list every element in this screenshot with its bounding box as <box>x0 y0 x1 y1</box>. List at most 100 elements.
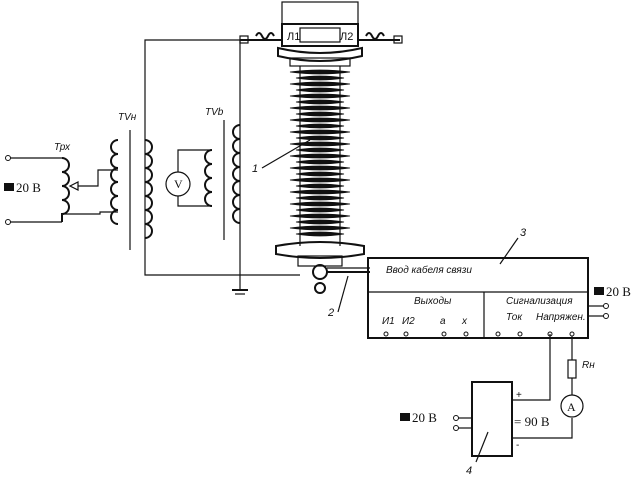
lead-l2-winding <box>365 32 385 40</box>
bushing-head <box>281 23 359 47</box>
insulator-shed <box>289 129 351 135</box>
output-a: a <box>440 316 446 327</box>
callout-2-leader <box>337 275 349 313</box>
insulator-shed <box>289 213 351 219</box>
insulator-shed <box>295 147 345 153</box>
test-tap <box>314 282 326 294</box>
output-i2: И2 <box>402 316 415 327</box>
insulator-shed <box>295 135 345 141</box>
trx-output <box>78 169 118 187</box>
insulator-shed <box>295 195 345 201</box>
insulator-shed <box>289 189 351 195</box>
tvb-secondary-winding <box>204 149 213 207</box>
insulator-shed <box>289 225 351 231</box>
unit-4: = 90 В + - A Rн 20 В <box>400 334 595 457</box>
signal-terminal-4 <box>569 331 575 337</box>
insulator-shed <box>295 219 345 225</box>
output-i2-terminal <box>403 331 409 337</box>
insulator-shed <box>295 207 345 213</box>
dc-plus: + <box>516 390 522 401</box>
tvn-primary-winding <box>144 139 153 239</box>
voltmeter-label: V <box>174 177 183 191</box>
insulator-shed <box>289 117 351 123</box>
right-terminal-1 <box>603 303 609 309</box>
trx-return <box>62 211 118 215</box>
insulator-shed <box>295 99 345 105</box>
trx-label: Трх <box>54 142 71 153</box>
bushing-collar <box>289 57 351 67</box>
bottom-terminal-2 <box>453 425 459 431</box>
insulator-shed <box>289 81 351 87</box>
unit-4-box <box>471 381 513 457</box>
insulator-shed <box>289 141 351 147</box>
left-terminal-top <box>5 155 11 161</box>
bushing-base-flange <box>275 241 365 259</box>
cable-input-label: Ввод кабеля связи <box>386 264 472 276</box>
callout-3: 3 <box>520 227 527 239</box>
supply-left-icon <box>4 183 14 191</box>
bushing-head-core <box>299 27 341 43</box>
cable-gland <box>312 264 328 280</box>
resistor-label: Rн <box>582 360 595 371</box>
insulator-shed <box>295 87 345 93</box>
tvb-label: TVb <box>205 107 224 118</box>
insulator-shed <box>289 165 351 171</box>
bushing: Л1 Л2 <box>275 1 365 294</box>
output-i1-terminal <box>383 331 389 337</box>
signal-header: Сигнализация <box>506 296 573 307</box>
output-i1: И1 <box>382 316 395 327</box>
transformer-group: TVн TVb V <box>110 39 300 295</box>
trx-winding <box>61 157 70 222</box>
callout-4-leader <box>475 431 489 463</box>
terminal-l1-label: Л1 <box>287 31 300 43</box>
dc-plus-lead <box>512 334 551 401</box>
regulating-transformer: Трх 20 В <box>4 142 118 225</box>
bottom-terminal-1 <box>453 415 459 421</box>
tvb-primary-winding <box>232 124 241 224</box>
bushing-head-top <box>281 1 359 25</box>
supply-right-icon <box>594 287 604 295</box>
insulator-shed <box>295 171 345 177</box>
callout-1: 1 <box>252 163 258 175</box>
insulator-shed <box>295 111 345 117</box>
insulator-shed <box>295 123 345 129</box>
voltmeter-lead-top <box>177 149 212 172</box>
callout-1-leader <box>261 139 311 169</box>
voltmeter-lead-bottom <box>177 196 212 207</box>
insulator-shed <box>289 105 351 111</box>
left-terminal-bottom <box>5 219 11 225</box>
lead-l1-winding <box>255 32 275 40</box>
signal-voltage: Напряжен. <box>536 312 586 323</box>
signal-current: Ток <box>506 312 523 323</box>
callout-2: 2 <box>327 307 334 319</box>
tvn-secondary-winding <box>110 139 119 225</box>
output-x-terminal <box>463 331 469 337</box>
signal-terminal-2 <box>517 331 523 337</box>
insulator-shed <box>289 93 351 99</box>
insulator-shed <box>289 201 351 207</box>
insulator-shed <box>295 231 345 237</box>
bushing-sheds <box>289 69 351 237</box>
supply-bottom-label: 20 В <box>412 410 437 425</box>
supply-bottom-icon <box>400 413 410 421</box>
terminal-l2-label: Л2 <box>340 31 353 43</box>
outputs-header: Выходы <box>414 296 452 307</box>
supply-right-label: 20 В <box>606 284 631 299</box>
insulator-shed <box>295 75 345 81</box>
insulator-shed <box>289 153 351 159</box>
lead-l2-lug <box>393 35 403 44</box>
dc-minus-lead <box>512 418 573 439</box>
unit-3: Ввод кабеля связи Выходы И1 И2 a x Сигна… <box>327 257 631 339</box>
callouts: 1 2 3 4 <box>252 139 527 477</box>
trx-slider <box>68 181 79 191</box>
insulator-shed <box>295 159 345 165</box>
insulator-shed <box>289 69 351 75</box>
voltmeter <box>165 171 191 197</box>
bushing-flange <box>277 46 363 62</box>
resistor <box>567 359 577 379</box>
unit-3-box <box>367 257 589 339</box>
signal-terminal-1 <box>495 331 501 337</box>
dc-minus: - <box>516 440 519 451</box>
